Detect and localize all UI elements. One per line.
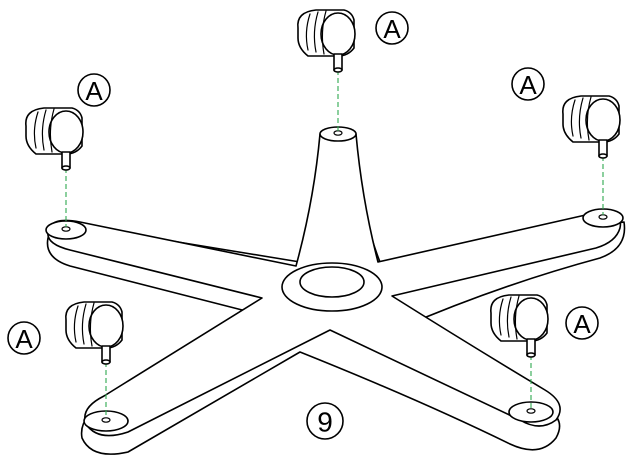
arm-pad-left — [45, 220, 87, 240]
callout-circle — [375, 11, 409, 45]
insertion-guides — [65, 70, 604, 418]
socket-hole-bottom-right — [526, 408, 536, 414]
caster-top — [297, 9, 356, 73]
caster-bottom-left — [65, 301, 124, 365]
part-label-a: A — [519, 70, 537, 100]
caster-right — [562, 95, 621, 159]
callout-a-bottom-left: A — [7, 321, 41, 355]
part-label-a: A — [573, 309, 591, 339]
chair-base — [45, 126, 626, 455]
step-number: 9 — [317, 407, 333, 438]
step-number-badge: 9 — [306, 402, 344, 440]
part-label-a: A — [383, 14, 401, 44]
caster-left — [25, 107, 84, 171]
part-label-a: A — [85, 76, 103, 106]
part-label-a: A — [15, 324, 33, 354]
callout-circle — [77, 73, 111, 107]
callout-a-bottom-right: A — [565, 306, 599, 340]
caster-bottom-right — [490, 294, 549, 358]
arm-pad-bottom-right — [508, 401, 554, 423]
callout-circle — [511, 67, 545, 101]
callout-a-left: A — [77, 73, 111, 107]
callout-circle — [7, 321, 41, 355]
callout-a-top: A — [375, 11, 409, 45]
socket-hole-bottom-left — [101, 417, 111, 423]
arm-pad-right — [582, 208, 624, 228]
callout-a-right: A — [511, 67, 545, 101]
base-hub-inner — [299, 266, 365, 298]
step-circle — [306, 402, 344, 440]
callout-circle — [565, 306, 599, 340]
